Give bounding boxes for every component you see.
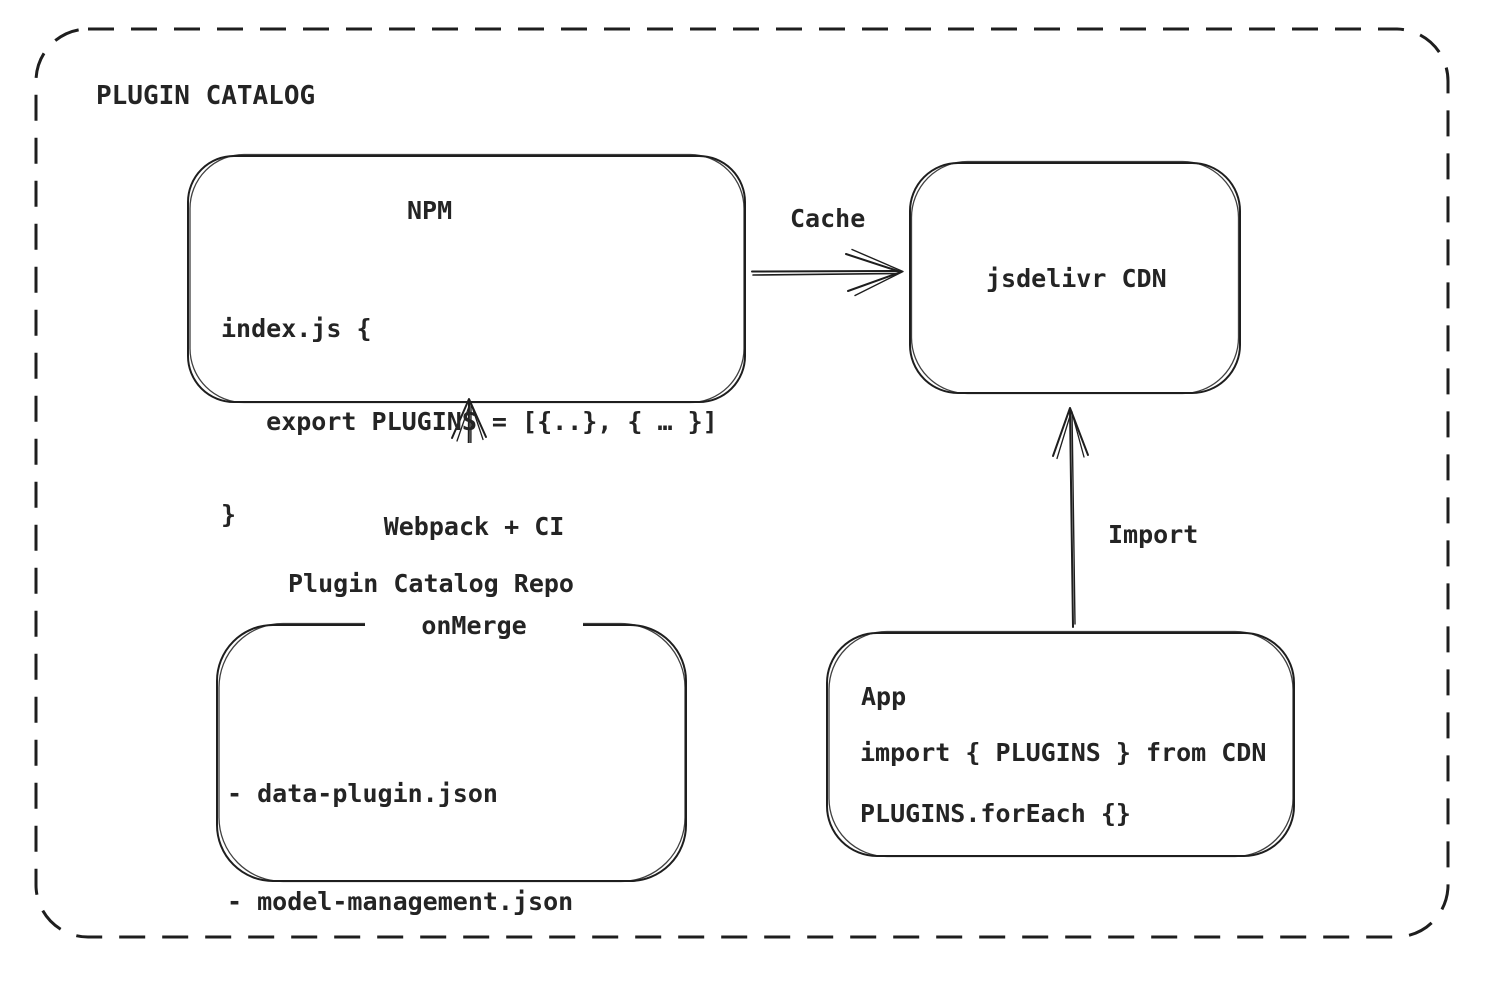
repo-item: - model-management.json: [227, 887, 574, 916]
app-node-title: App: [861, 682, 907, 711]
npm-code-line: export PLUGINS = [{..}, { … }]: [221, 407, 718, 436]
repo-item-list: - data-plugin.json - model-management.js…: [227, 704, 573, 1002]
build-arrow-label-line: Webpack + CI: [383, 512, 565, 541]
npm-code-line: index.js {: [221, 314, 372, 343]
catalog-boundary: [34, 27, 1450, 939]
npm-node-title: NPM: [407, 196, 453, 225]
build-arrow-label-line: onMerge: [421, 611, 527, 640]
cache-arrow-label: Cache: [790, 204, 866, 233]
cdn-node-box: [909, 160, 1241, 395]
import-arrow-label: Import: [1108, 520, 1199, 549]
repo-item: …: [227, 992, 573, 1002]
npm-code-line: }: [221, 500, 237, 529]
repo-node-label: Plugin Catalog Repo: [288, 569, 574, 598]
build-arrow-label: Webpack + CI onMerge: [365, 443, 583, 709]
import-arrow: [1052, 407, 1089, 628]
repo-item: - data-plugin.json: [227, 779, 498, 808]
diagram-title: PLUGIN CATALOG: [96, 81, 316, 111]
app-node-box: [826, 630, 1295, 858]
cdn-node-label: jsdelivr CDN: [986, 264, 1167, 293]
app-code-line: PLUGINS.forEach {}: [860, 799, 1131, 828]
cache-arrow: [751, 248, 904, 297]
app-code-line: import { PLUGINS } from CDN: [860, 738, 1267, 767]
npm-code-block: index.js { export PLUGINS = [{..}, { … }…: [221, 251, 718, 592]
